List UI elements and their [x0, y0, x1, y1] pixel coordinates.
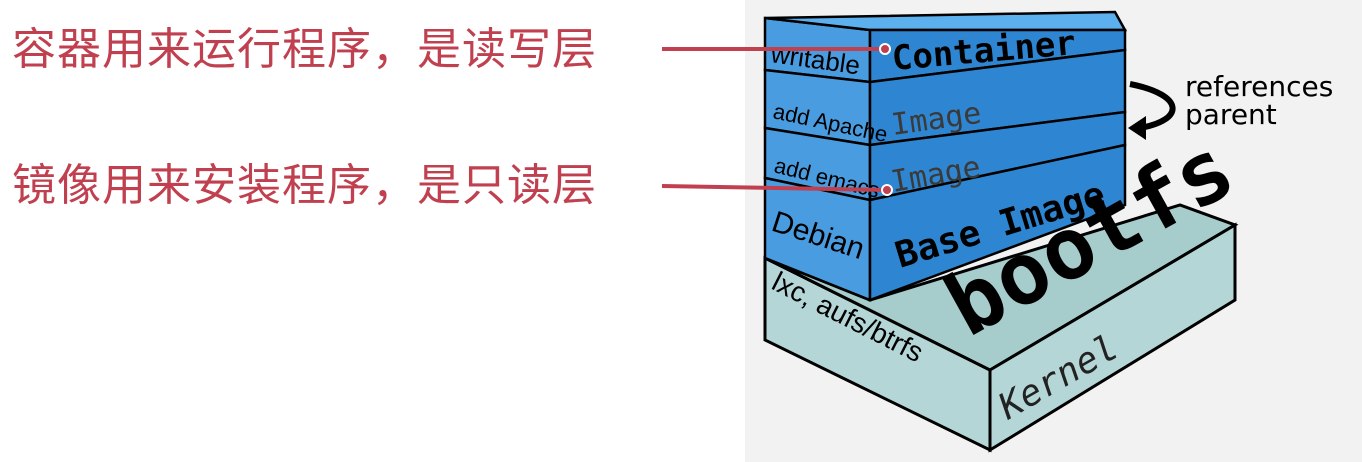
kernel-front-face [988, 222, 1237, 453]
arrow-head-icon [1128, 116, 1146, 140]
stack-front [868, 28, 1127, 302]
container-pointer-dot [879, 43, 891, 55]
kernel-slab [763, 203, 1239, 453]
references-label: references [1185, 70, 1333, 103]
base-image-front-face [868, 143, 1127, 302]
image-annotation: 镜像用来安装程序，是只读层 [12, 160, 597, 211]
parent-label: parent [1185, 98, 1277, 131]
image-pointer-dot [881, 184, 893, 196]
container-annotation: 容器用来运行程序，是读写层 [12, 24, 597, 75]
image-pointer-line [661, 184, 888, 192]
curved-arrow-icon [1129, 81, 1176, 131]
